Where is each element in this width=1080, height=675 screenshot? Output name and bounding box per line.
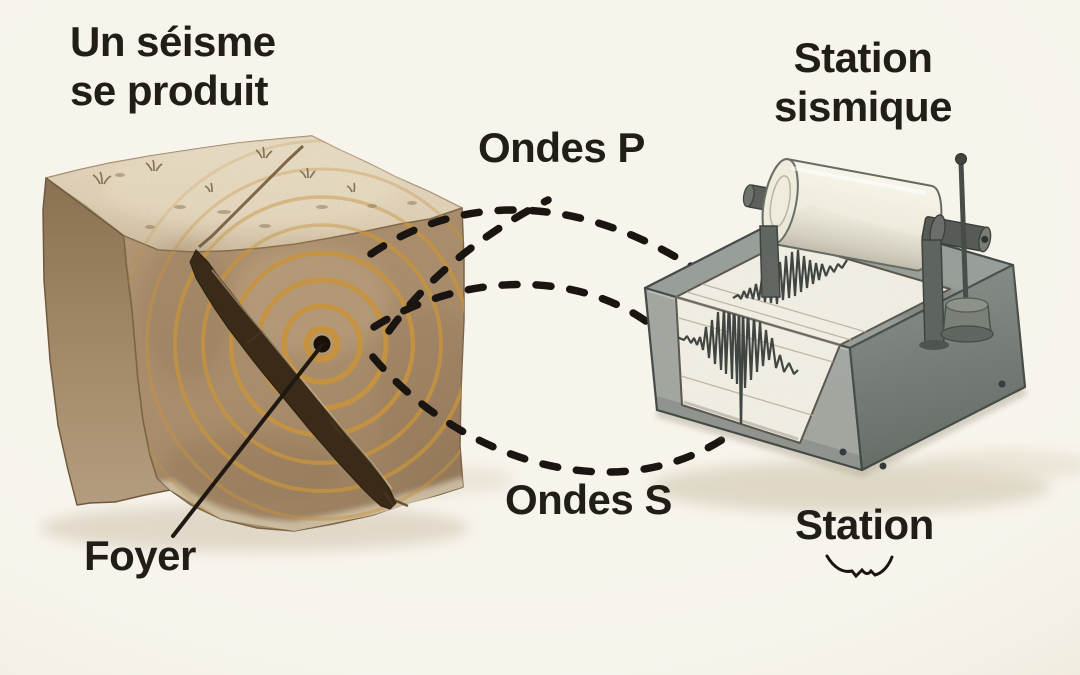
seismic-rings-top — [117, 139, 462, 252]
middle-wave-path — [370, 280, 654, 331]
station-contact-shadow — [655, 385, 1028, 478]
diagram-title-line1: Un séisme — [70, 18, 276, 65]
antenna-tip — [955, 153, 967, 165]
drum-highlight — [791, 166, 926, 195]
station-caption: Station — [795, 501, 934, 548]
s-wave-label: Ondes S — [505, 476, 672, 523]
p-wave-label: Ondes P — [478, 124, 645, 171]
p-wave-path-upper — [367, 206, 698, 272]
seismograph-station — [643, 153, 1028, 478]
fault-crack-highlight — [211, 269, 393, 490]
s-wave-path — [369, 353, 739, 476]
earth-block — [42, 135, 465, 532]
p-wave-path-lower — [385, 196, 552, 335]
fault-crack-top-face — [198, 144, 305, 249]
station-heading-line1: Station — [793, 34, 933, 81]
station-underline-squiggle — [825, 554, 894, 579]
fault-crack-branches — [246, 330, 409, 508]
drum-axle-hole — [981, 235, 989, 243]
diagram-title-line2: se produit — [70, 66, 269, 114]
diagram-title: Un séisme se produit — [70, 18, 276, 115]
focus-label: Foyer — [84, 532, 196, 579]
top-face-specks — [115, 173, 417, 229]
station-heading: Station sismique — [733, 34, 993, 131]
wave-paths — [367, 196, 739, 476]
focus-pointer-line — [171, 343, 324, 538]
station-heading-line2: sismique — [773, 82, 953, 130]
drum-axle-left-cap — [742, 184, 755, 208]
grass-tufts — [92, 146, 356, 193]
